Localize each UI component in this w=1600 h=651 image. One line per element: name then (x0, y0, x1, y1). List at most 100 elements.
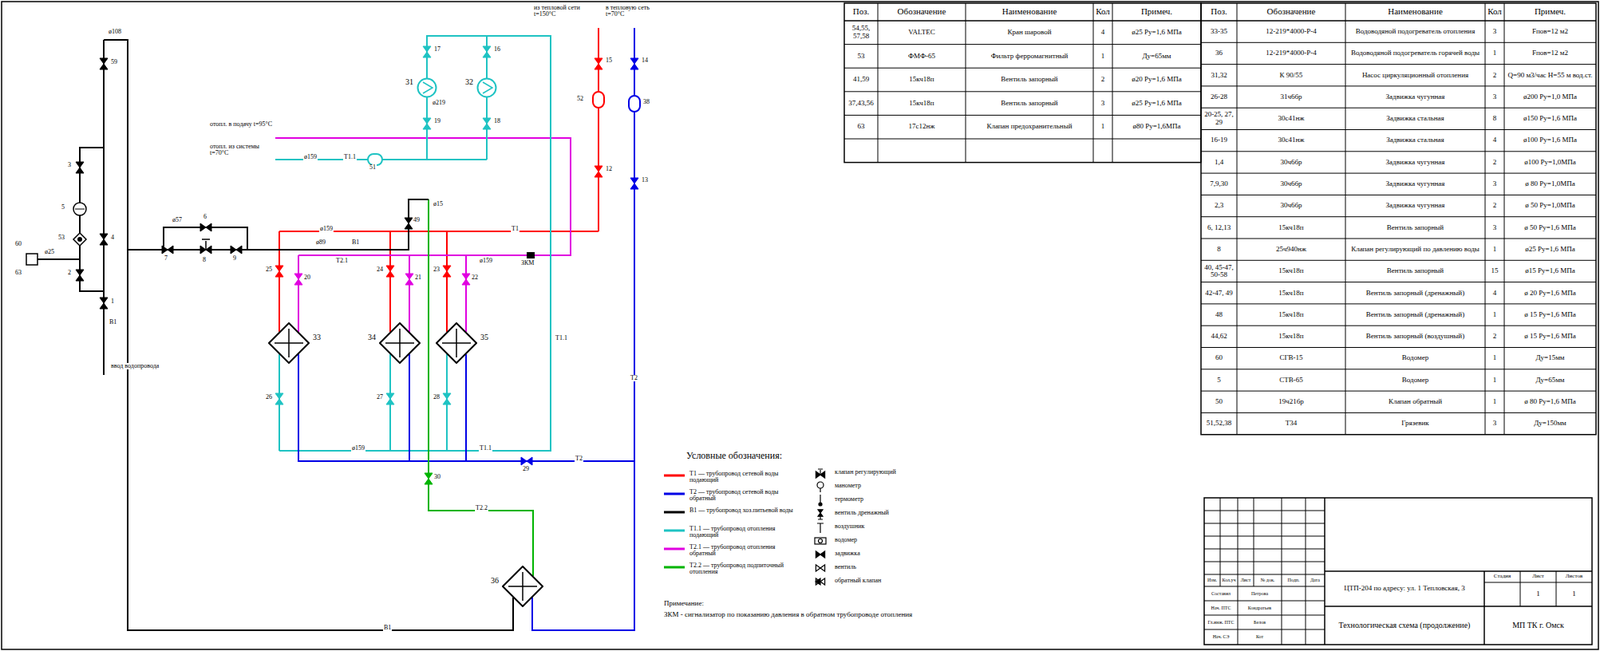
legend-swatch-line (663, 511, 685, 514)
valve-symbol (386, 265, 395, 277)
pipe-t11 (275, 35, 551, 451)
callout-number: 15 (604, 57, 613, 64)
table-line (844, 90, 1201, 92)
table-cell: Водоводяной подогреватель горячей воды (1345, 42, 1486, 64)
callout-number: 21 (414, 274, 423, 281)
legend-symbol-part (817, 469, 823, 475)
table-cell: 15кч18п (1236, 325, 1346, 348)
legend-title: Условные обозначения: (686, 450, 783, 462)
callout-number: 5 (60, 204, 66, 211)
mud-collector (628, 95, 640, 112)
table-line (1200, 216, 1597, 218)
title-block-line (1556, 571, 1557, 607)
table-cell: ø20 Ру=1,6 МПа (1112, 67, 1201, 92)
callout-number: 28 (432, 394, 441, 401)
table-cell: 31ч6бр (1236, 86, 1346, 108)
table-cell: Водомер (1345, 347, 1486, 370)
pipe-t2 (298, 27, 635, 631)
title-block-cell: 1 (1520, 582, 1557, 607)
table-cell: 50 (1200, 391, 1237, 413)
table-cell: 48 (1200, 304, 1237, 326)
legend-symbol (810, 534, 830, 548)
water-meter (75, 209, 85, 210)
table-cell: 54,55, 57,58 (844, 20, 878, 45)
table-cell: Т34 (1236, 412, 1346, 435)
table-cell: ø25 Ру=1,6 МПа (1112, 91, 1201, 116)
pipe-diameter: ø57 (171, 217, 183, 224)
table-cell: 36 (1200, 42, 1237, 64)
callout-number: 33 (312, 333, 322, 343)
heat-exchanger: 33 (268, 322, 310, 364)
exchanger-outline (501, 565, 544, 608)
table-line (1345, 3, 1347, 435)
legend-text: манометр (834, 482, 862, 490)
valve-symbol (422, 118, 431, 130)
title-block-line (1204, 549, 1325, 550)
title-block-cell: Лист (1237, 574, 1254, 587)
table-cell: 1 (1485, 347, 1505, 370)
table-cell: Fпов=12 м2 (1504, 42, 1597, 64)
table-cell: Fпов=12 м2 (1504, 20, 1597, 43)
callout-number: 23 (432, 266, 441, 273)
table-cell: 3 (1485, 86, 1505, 108)
title-block-line (1204, 629, 1325, 631)
table-cell: 2,3 (1200, 194, 1237, 217)
callout-number: 2 (67, 269, 72, 277)
table-cell: 15кч18п (1236, 217, 1346, 239)
valve-symbol (422, 46, 431, 58)
title-block-line (1237, 497, 1239, 587)
legend-symbol-part (815, 578, 821, 585)
table-cell: 40, 45-47, 50-58 (1200, 260, 1237, 282)
callout-number: 6 (202, 213, 208, 221)
table-line (844, 19, 1201, 22)
pressure-signal (526, 252, 535, 259)
legend-swatch-line (663, 474, 685, 478)
legend-symbol (810, 466, 830, 480)
table-cell: Ду=65мм (1504, 369, 1597, 392)
title-block-cell: Составил (1204, 586, 1238, 601)
valve-symbol (405, 273, 414, 285)
table-cell: 3 (1485, 173, 1505, 195)
magnetic-filter (73, 233, 87, 246)
pipe-diameter: ø89 (315, 239, 327, 246)
table-cell: 63 (844, 114, 878, 139)
callout-number: 31 (404, 78, 415, 87)
legend-text: задвижка (834, 550, 861, 558)
pipe-label: В1 (383, 624, 392, 632)
table-cell: Вентиль запорный (965, 91, 1094, 116)
table-cell: Вентиль запорный (1345, 217, 1486, 239)
pipe-label: отопл. из системы t=70°C (209, 143, 275, 158)
table-cell: 2 (1093, 67, 1113, 92)
legend-swatch-line (663, 548, 685, 551)
table-cell: Насос циркуляционный отопления (1345, 64, 1486, 87)
table-line (1504, 3, 1506, 435)
table-cell: ø 50 Ру=1,6 МПа (1504, 217, 1597, 239)
callout-number: 36 (489, 576, 500, 586)
table-line (1200, 19, 1597, 22)
legend-text: Т2.2 — трубопровод подпиточный отопления (689, 562, 802, 577)
callout-number: 4 (110, 234, 115, 241)
table-cell: 16-19 (1200, 130, 1237, 152)
table-line (1200, 129, 1597, 131)
pipe-label: Т1.1 (343, 154, 357, 161)
table-cell: Задвижка стальная (1345, 107, 1486, 130)
title-block-line (1204, 574, 1325, 576)
pipe-t21 (275, 138, 571, 332)
title-block-frame (1204, 497, 1593, 645)
table-line (1200, 412, 1597, 414)
title-block-cell: Белов (1237, 615, 1282, 630)
table-line (1200, 238, 1597, 240)
table-cell: 30ч6бр (1236, 194, 1346, 217)
pipe-group (37, 27, 635, 631)
table-cell: 5 (1200, 369, 1237, 392)
pipe-label: ЗКМ (520, 260, 535, 267)
exchanger-diamond (268, 323, 309, 364)
table-cell: 31,32 (1200, 64, 1237, 87)
pipe-label: Т1.1 (478, 445, 493, 452)
callout-number: 32 (464, 78, 475, 87)
exchanger-outline (435, 322, 478, 364)
table-line (1200, 85, 1597, 87)
table-cell: 20-25, 27, 29 (1200, 107, 1237, 130)
table-cell: Вентиль запорный (1345, 260, 1486, 282)
valve-symbol (161, 245, 174, 254)
